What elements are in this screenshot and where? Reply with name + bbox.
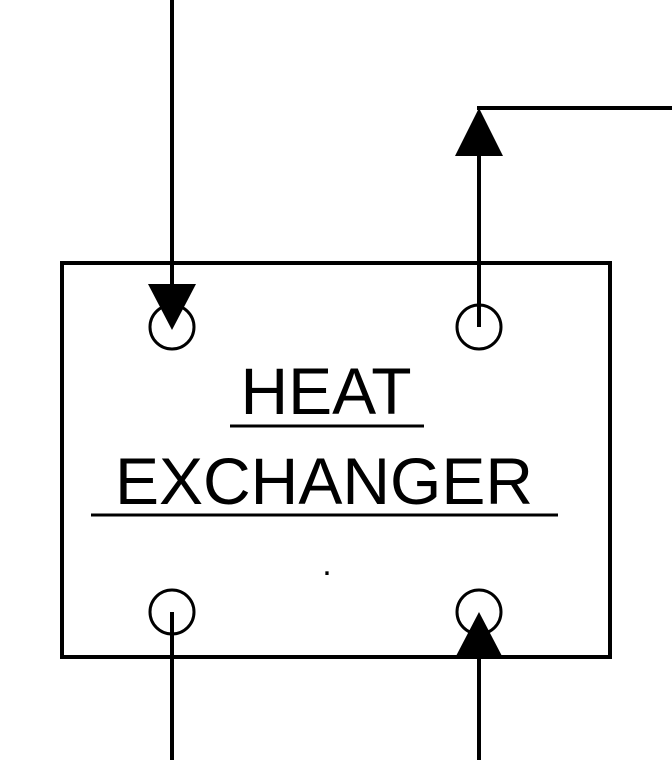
inlet-arrow-bottom-right: [455, 612, 503, 658]
port-top-left: [148, 303, 196, 351]
outlet-arrow-top-right: [455, 108, 503, 156]
inlet-arrow-top-left: [148, 284, 196, 330]
title-line-1: HEAT: [240, 354, 411, 428]
center-dot: .: [322, 545, 331, 583]
title-line-2: EXCHANGER: [115, 444, 533, 518]
heat-exchanger-box: [60, 261, 612, 659]
